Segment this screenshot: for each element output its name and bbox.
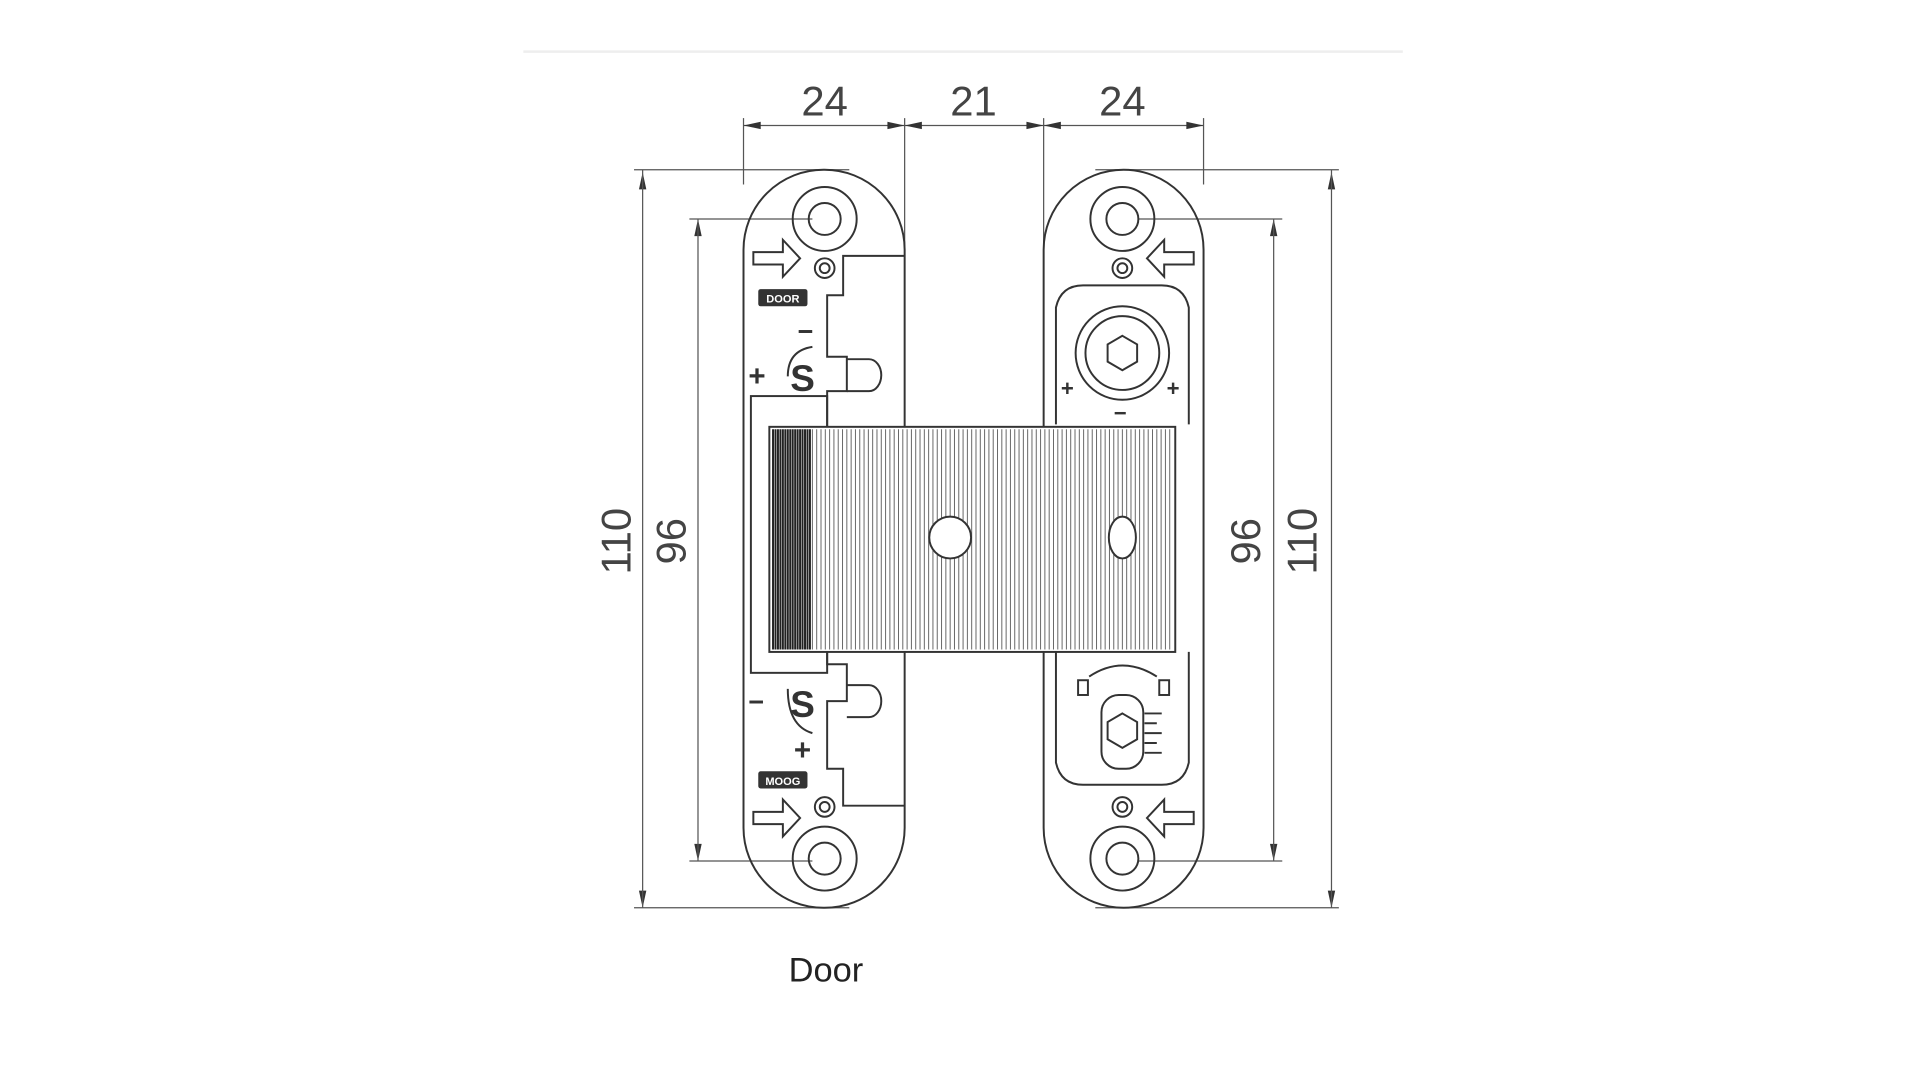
dim-width-left: 24 (801, 78, 848, 125)
adjust-plus-top: + (748, 360, 765, 393)
cam-plus-right: + (1167, 376, 1180, 401)
door-tag-label: DOOR (766, 294, 799, 306)
adjust-minus-top: − (798, 317, 814, 347)
dim-height-holes-left: 96 (648, 518, 695, 565)
dim-height-total-right: 110 (1279, 508, 1326, 575)
mounting-holes (791, 185, 1156, 892)
cam-plus-left: + (1061, 376, 1074, 401)
height-adjust-cam (1074, 305, 1171, 401)
adjust-minus-bottom: − (748, 687, 764, 717)
width-dimensions (742, 118, 1205, 253)
rotate-arrow-icon (786, 345, 813, 735)
door-caption: Door (789, 952, 864, 990)
adjust-s-top: S (790, 358, 815, 399)
dim-height-holes-right: 96 (1222, 518, 1269, 565)
dim-width-right: 24 (1099, 78, 1146, 125)
door-tag (758, 289, 808, 307)
direction-arrow-icons (752, 237, 1195, 839)
brand-tag (758, 771, 808, 789)
brand-tag-label: MOOG (765, 776, 800, 788)
band-slot (1107, 515, 1137, 560)
dim-gap: 21 (950, 78, 997, 125)
adjust-plus-bottom: + (794, 734, 811, 767)
band-hole (928, 515, 973, 560)
hinge-band (768, 425, 1177, 653)
dim-height-total-left: 110 (592, 508, 639, 575)
depth-adjust-cam (1077, 664, 1171, 770)
cam-minus: − (1114, 401, 1127, 426)
